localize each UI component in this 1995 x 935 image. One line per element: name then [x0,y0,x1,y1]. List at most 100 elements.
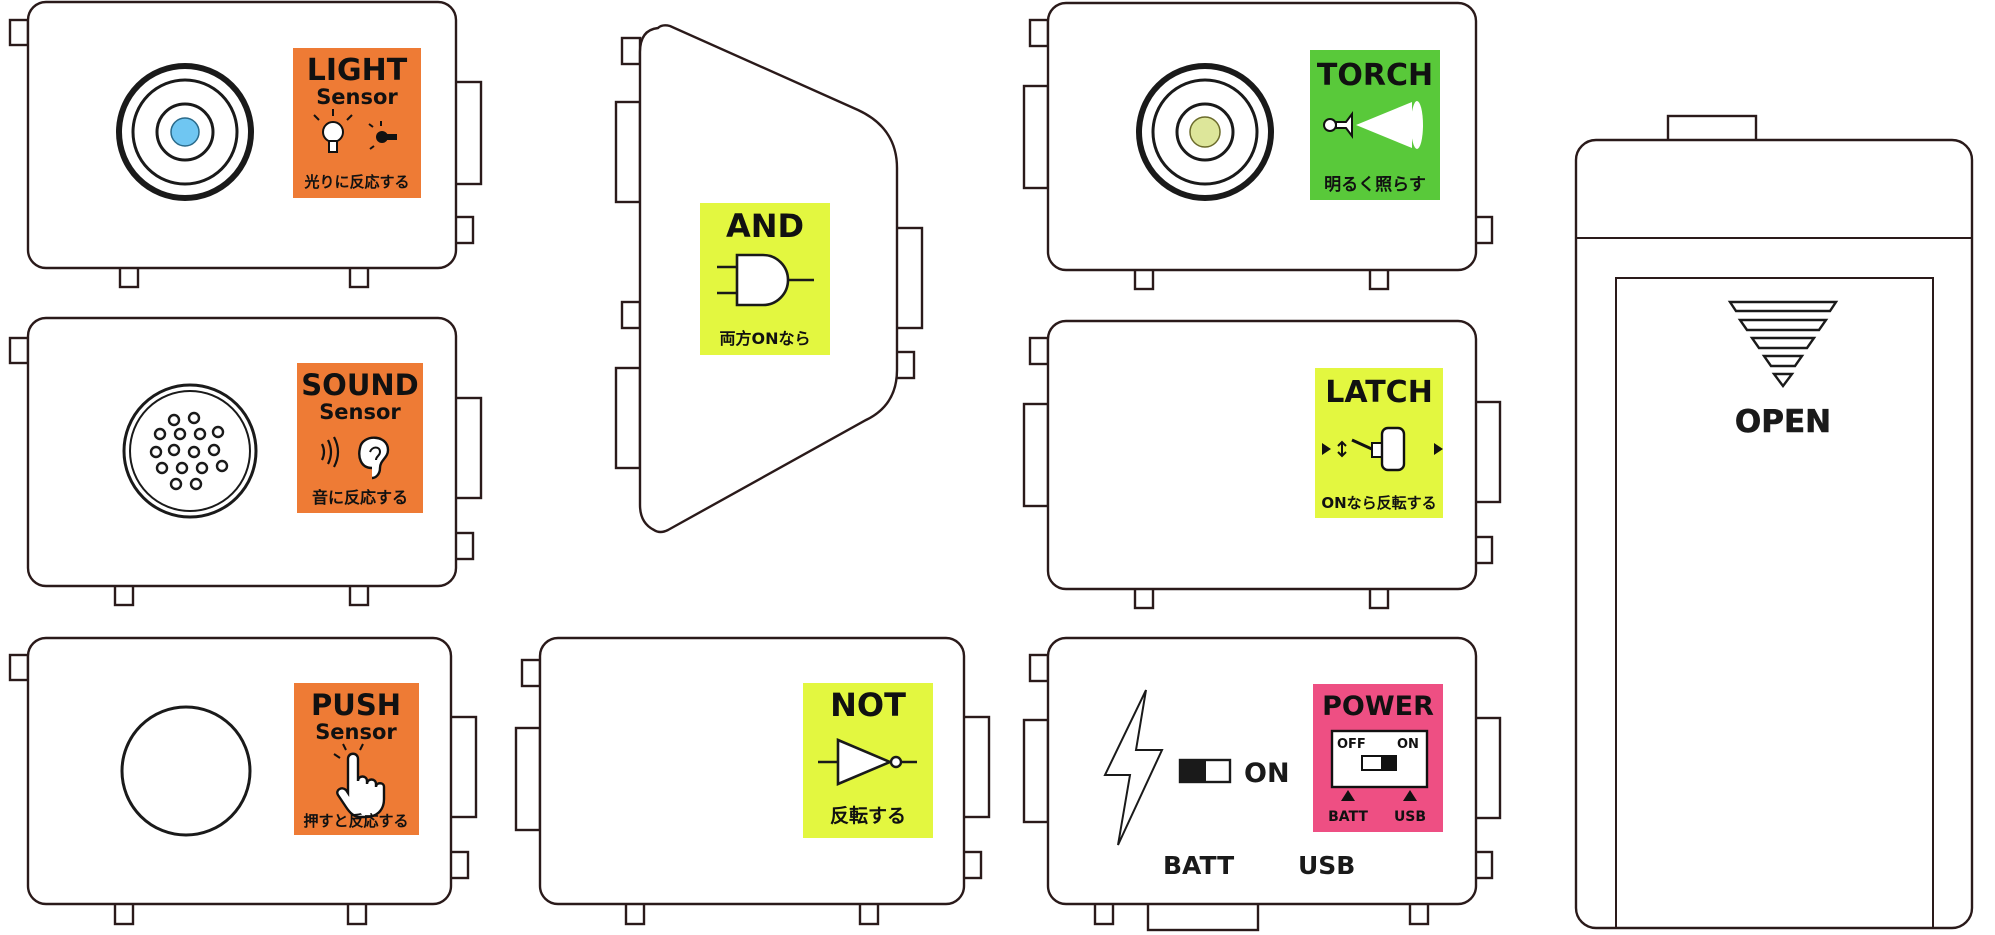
bottom-connector [1146,900,1260,932]
module-caption: ONなら反転する [1321,494,1436,512]
latch-module[interactable]: LATCH ONなら反転する [1022,319,1502,610]
sound-sensor-label: SOUND Sensor 音に反応する [297,363,423,513]
usb-port-label: USB [1298,851,1355,880]
bottom-tab [1093,900,1115,926]
left-tab [8,336,30,365]
usb-small-text: USB [1394,809,1426,825]
light-sensor-lens [116,63,254,201]
bulb-icon [313,109,353,153]
sound-wave-icon [321,436,340,468]
module-title: SOUND [301,368,418,402]
left-tab [1028,18,1050,48]
right-connector [894,226,924,330]
right-tab [448,850,470,880]
open-label: OPEN [1735,404,1831,440]
left-tab [620,36,642,66]
right-tab [453,215,475,245]
module-subtitle: Sensor [315,720,397,744]
left-connector [614,366,642,470]
top-connector [1666,114,1758,144]
module-title: LATCH [1325,375,1433,410]
ear-icon [358,436,390,480]
left-connector [1022,402,1050,508]
module-caption: 押すと反応する [303,812,408,830]
bottom-tab [858,900,880,926]
module-caption: 音に反応する [312,488,408,507]
push-sensor-module[interactable]: PUSH Sensor 押すと反応する [8,636,478,926]
latch-label: LATCH ONなら反転する [1315,368,1443,518]
left-tab [620,300,642,330]
bottom-tab [624,900,646,926]
module-caption: 反転する [830,805,906,827]
left-connector [614,100,642,204]
module-caption: 明るく照らす [1324,175,1426,195]
light-sensor-module[interactable]: LIGHT Sensor 光りに反応する [8,0,483,289]
module-title: AND [726,207,804,245]
sound-sensor-module[interactable]: SOUND Sensor 音に反応する [8,316,483,607]
torch-led [1136,63,1274,201]
right-connector [453,80,483,186]
left-connector [1022,84,1050,190]
and-gate-symbol [717,253,814,307]
torch-label: TORCH 明るく照らす [1310,50,1440,200]
right-connector [453,396,483,500]
module-caption: 光りに反応する [303,173,409,191]
module-subtitle: Sensor [316,85,398,109]
module-caption: 両方ONなら [720,329,811,348]
battery-cover[interactable] [1615,277,1934,928]
module-title: PUSH [311,688,401,722]
latch-switch-icon [1322,426,1443,472]
bottom-tab [1408,900,1430,926]
left-tab [1028,336,1050,366]
battery-box-body [1574,138,1974,930]
right-tab [894,350,916,380]
left-tab [8,653,30,682]
left-tab [1028,653,1050,683]
bottom-tab [113,900,135,926]
not-gate-module[interactable]: NOT 反転する [514,636,991,926]
not-gate-label: NOT 反転する [803,683,933,838]
push-button [120,705,252,837]
right-connector [1472,400,1502,504]
power-on-label: ON [1244,758,1290,789]
switch-on-text: ON [1397,737,1419,752]
left-tab [8,18,30,47]
module-title: TORCH [1317,58,1433,93]
push-sensor-label: PUSH Sensor 押すと反応する [294,683,419,835]
microphone-grille [122,383,258,519]
not-gate-symbol [818,738,917,786]
right-connector [1472,716,1502,820]
and-gate-label: AND 両方ONなら [700,203,830,355]
left-connector [514,726,542,832]
pointing-hand-icon [333,743,386,819]
batt-small-text: BATT [1328,809,1368,825]
module-title: NOT [830,686,906,724]
source-selector-diagram: OFF ON [1330,729,1429,801]
module-subtitle: Sensor [319,400,401,424]
and-gate-module[interactable]: AND 両方ONなら [614,24,924,534]
right-tab [453,531,475,561]
switch-off-text: OFF [1337,737,1366,752]
light-sensor-label: LIGHT Sensor 光りに反応する [293,48,421,198]
open-arrow-icon [1727,300,1839,388]
flashlight-icon [1323,101,1423,149]
power-label: POWER OFF ON BATT USB [1313,684,1443,832]
bottom-tab [346,900,368,926]
right-connector [448,715,478,819]
label-panel [293,48,421,198]
module-title: POWER [1322,691,1434,722]
power-module[interactable]: ON BATT USB POWER OFF ON BATT USB [1022,636,1502,932]
battery-box-module[interactable]: OPEN [1574,114,1974,930]
right-tab [961,850,983,880]
lightning-bolt-icon [1103,689,1164,846]
torch-module[interactable]: TORCH 明るく照らす [1022,1,1494,291]
module-title: LIGHT [307,53,408,88]
label-panel [297,363,423,513]
left-connector [1022,718,1050,824]
left-tab [520,658,542,688]
sensor-icon [368,121,397,150]
batt-port-label: BATT [1163,851,1234,880]
power-slide-switch [1178,758,1232,784]
right-connector [961,715,991,819]
